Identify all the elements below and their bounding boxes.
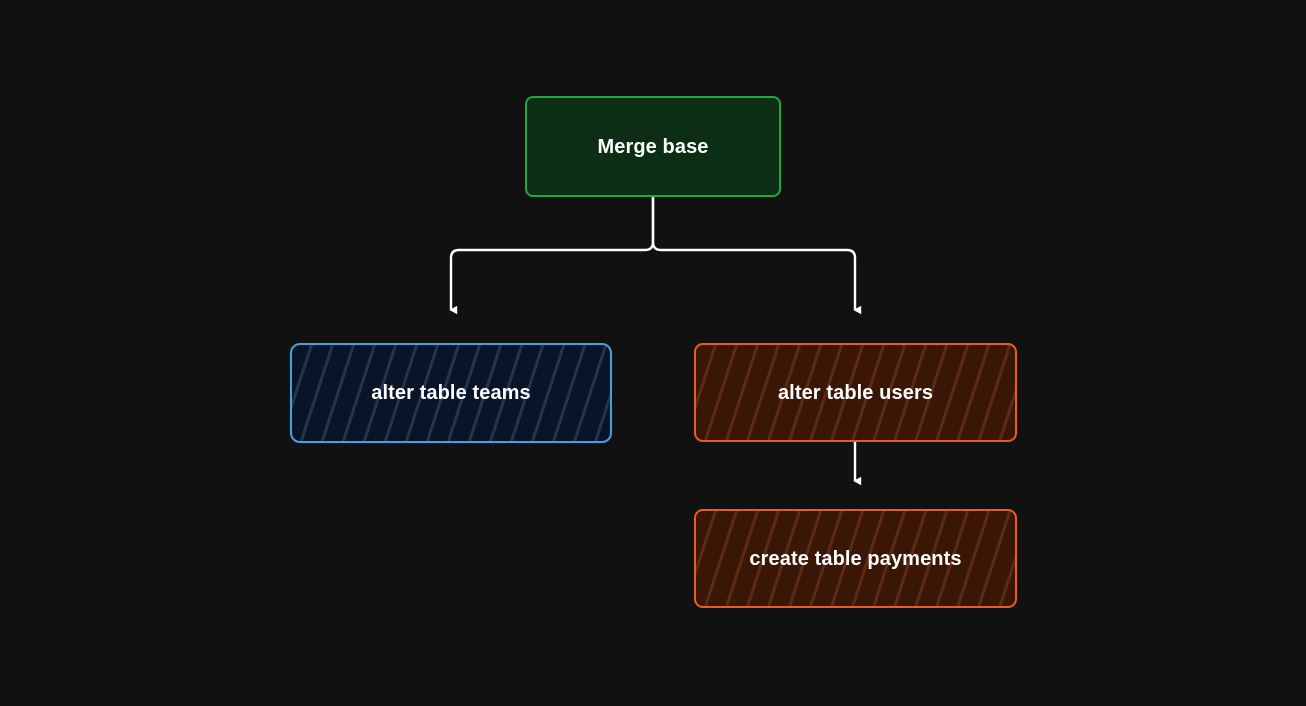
- node-create-table-payments-label: create table payments: [749, 547, 962, 570]
- node-alter-table-teams-label: alter table teams: [371, 382, 531, 404]
- node-merge-base-label: Merge base: [597, 135, 709, 158]
- node-merge-base[interactable]: Merge base: [525, 96, 781, 197]
- node-create-table-payments[interactable]: create table payments: [694, 509, 1017, 608]
- node-alter-table-users[interactable]: alter table users: [694, 343, 1017, 442]
- edge-mergebase-to-users: [651, 197, 862, 315]
- edge-mergebase-to-teams: [449, 197, 655, 315]
- node-alter-table-users-label: alter table users: [777, 381, 934, 404]
- node-alter-table-teams[interactable]: alter table teams: [290, 343, 612, 443]
